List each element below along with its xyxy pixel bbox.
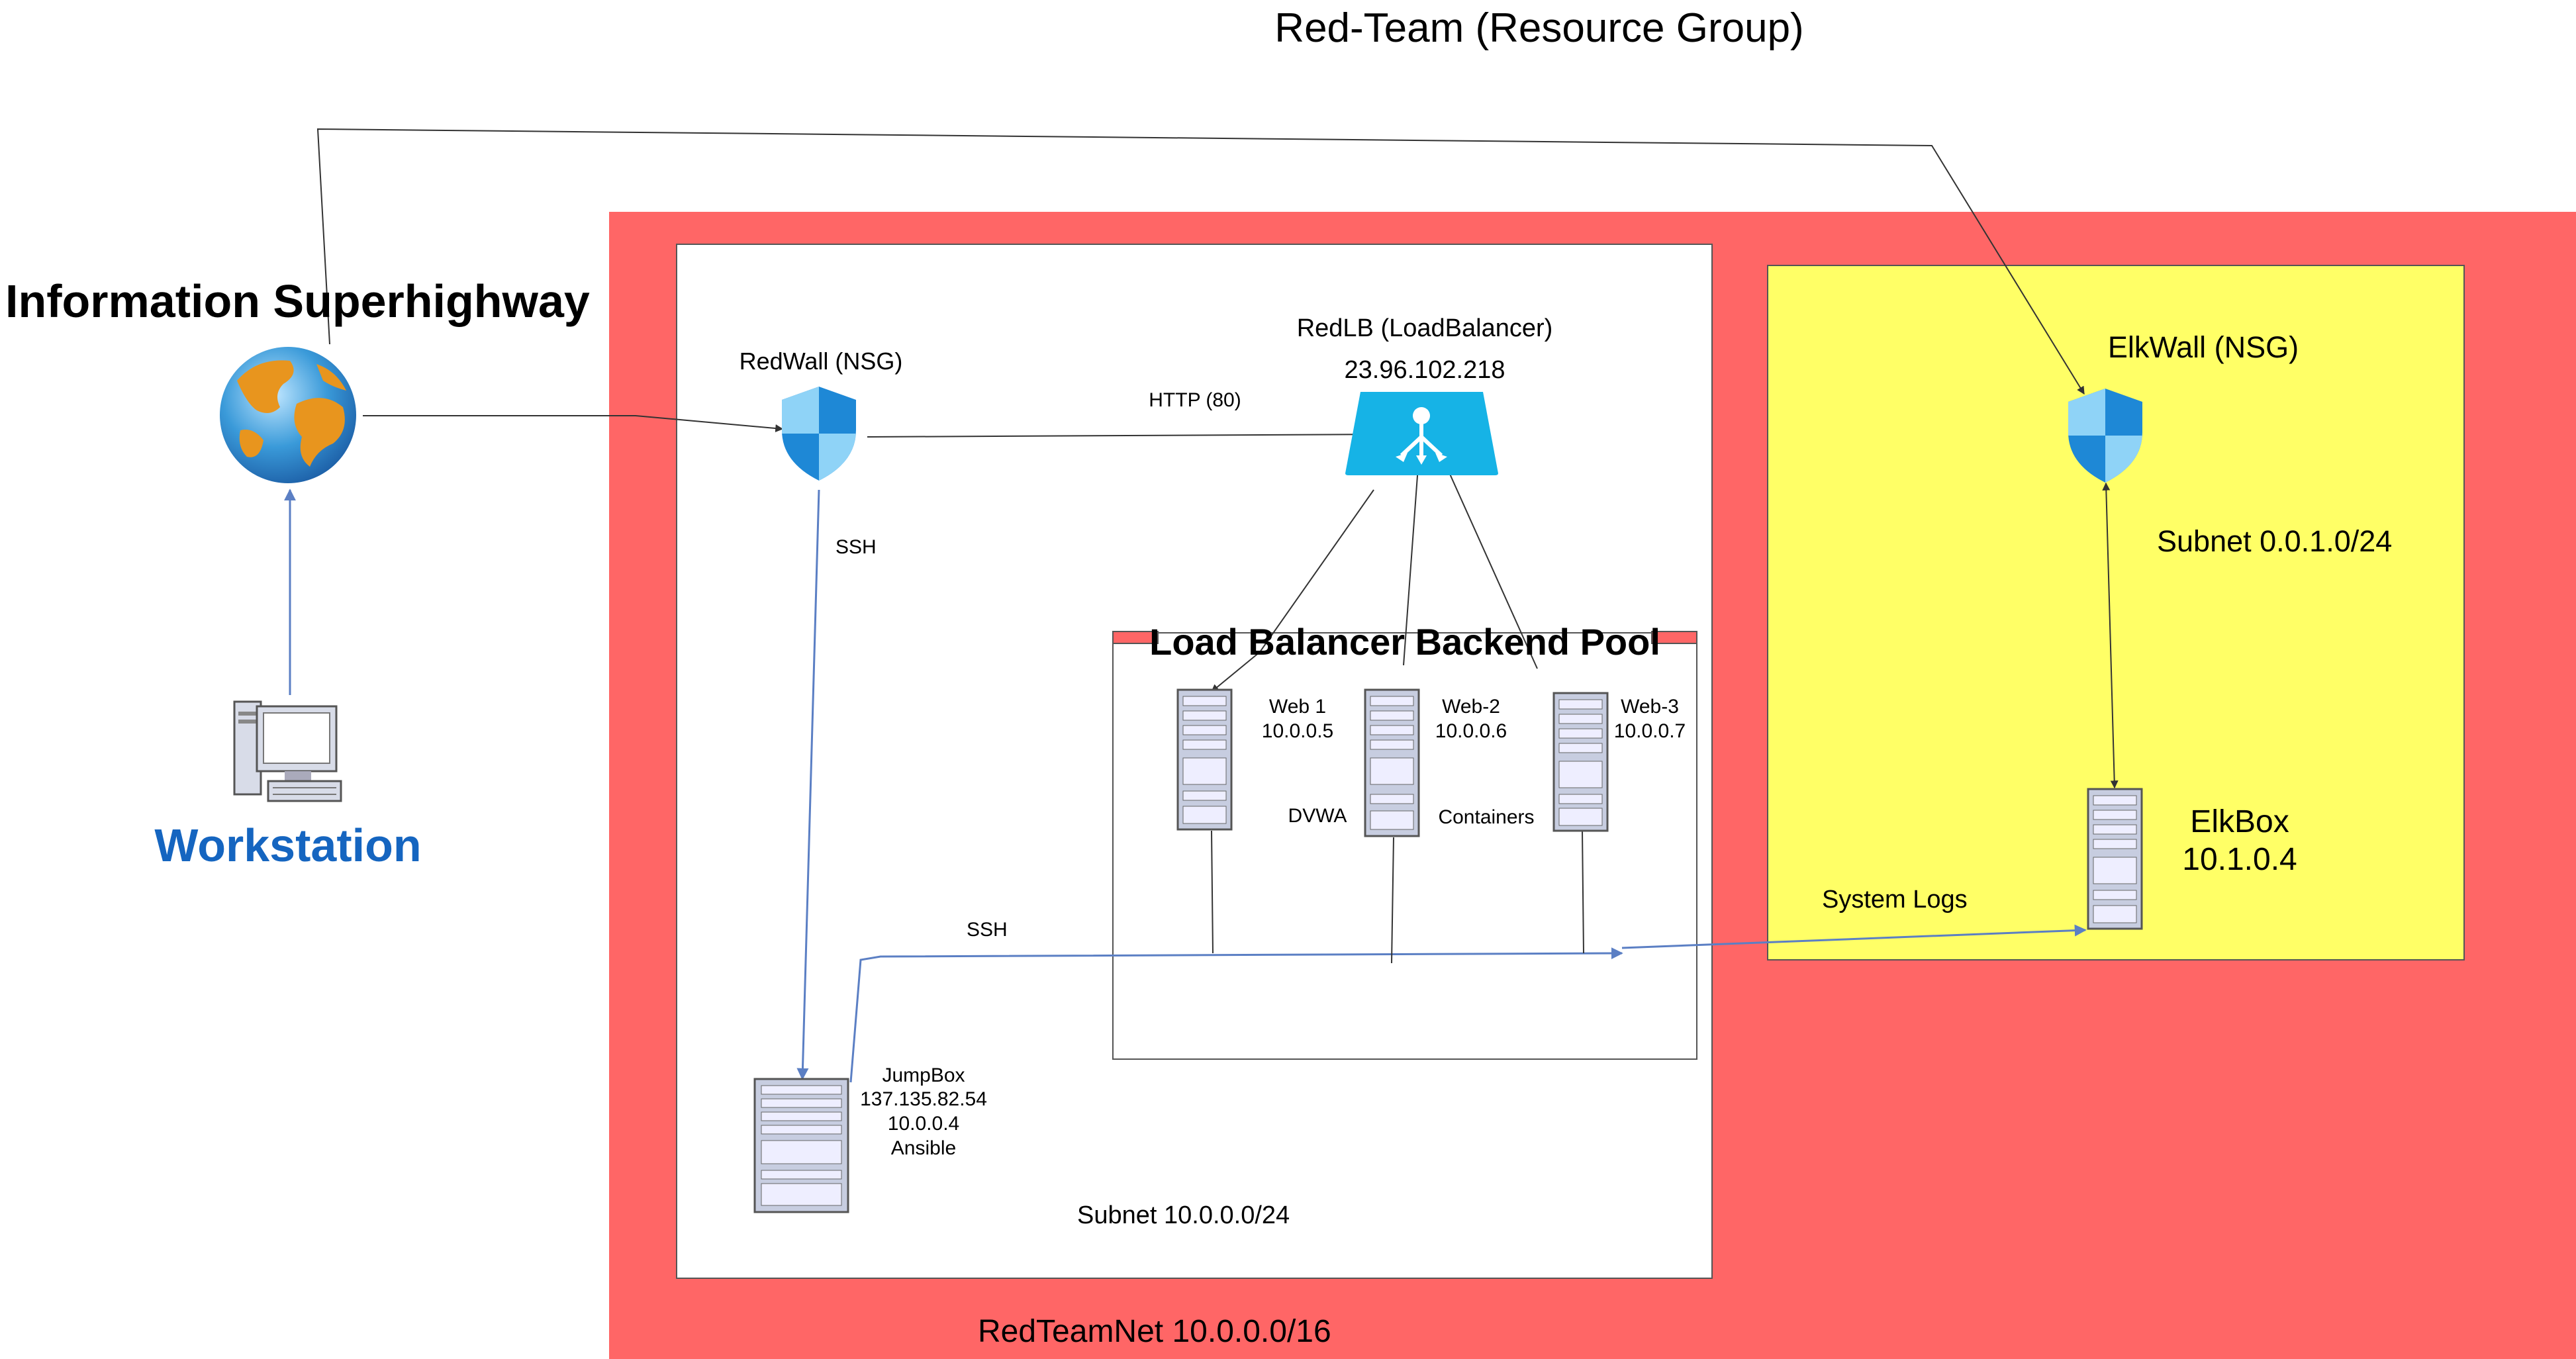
- logs-to-elkbox-line: [1621, 924, 2087, 949]
- server-icon: [1552, 692, 1609, 832]
- diagram-title: Red-Team (Resource Group): [1274, 5, 1804, 51]
- jumpbox-role: Ansible: [890, 1137, 957, 1159]
- backend-pool-region: [1112, 631, 1697, 1060]
- ssh-horizontal-label: SSH: [967, 919, 1008, 941]
- web3-drop-line: [1582, 830, 1584, 954]
- containers-note: Containers: [1438, 806, 1535, 828]
- http-edge-label: HTTP (80): [1149, 389, 1241, 411]
- pool-label: Load Balancer Backend Pool: [1149, 621, 1660, 663]
- lb-label: RedLB (LoadBalancer): [1296, 314, 1553, 342]
- web3-ip: 10.0.0.7: [1613, 720, 1686, 742]
- system-logs-label: System Logs: [1822, 886, 1968, 914]
- subnet-elk-label: Subnet 0.0.1.0/24: [2157, 524, 2393, 558]
- server-icon: [2087, 788, 2143, 930]
- internet-label: Information Superhighway: [5, 275, 590, 327]
- redwall-to-lb-line: [867, 430, 1400, 439]
- workstation-icon: [233, 700, 342, 802]
- jumpbox-ip: 10.0.0.4: [887, 1113, 960, 1135]
- server-icon: [1176, 688, 1233, 831]
- web2-name: Web-2: [1442, 696, 1500, 718]
- web1-ip: 10.0.0.5: [1261, 720, 1334, 742]
- ssh-vertical-label: SSH: [835, 536, 877, 558]
- redwall-label: RedWall (NSG): [739, 348, 903, 375]
- shield-icon: [782, 387, 856, 481]
- shield-icon: [2068, 389, 2142, 483]
- web2-drop-line: [1391, 837, 1394, 964]
- elkwall-elkbox-line: [2102, 482, 2119, 789]
- globe-icon: [220, 347, 356, 483]
- web3-to-lb-line: [1445, 465, 1538, 669]
- vnet-label: RedTeamNet 10.0.0.0/16: [978, 1314, 1331, 1349]
- jumpbox-ssh-line: [849, 947, 1623, 1083]
- pool-bar-right: [1651, 631, 1697, 644]
- redwall-to-jumpbox-line: [796, 489, 820, 1080]
- server-icon: [753, 1078, 849, 1213]
- workstation-label: Workstation: [154, 820, 422, 871]
- web1-drop-line: [1211, 830, 1214, 954]
- elkwall-label: ElkWall (NSG): [2107, 330, 2299, 364]
- web2-to-lb-line: [1403, 465, 1422, 666]
- elkbox-name: ElkBox: [2190, 804, 2289, 839]
- web1-name: Web 1: [1268, 696, 1327, 718]
- jumpbox-public-ip: 137.135.82.54: [860, 1088, 987, 1110]
- jumpbox-name: JumpBox: [882, 1064, 965, 1086]
- internet-to-elkwall-line: [316, 128, 2085, 395]
- load-balancer-icon: [1345, 392, 1498, 475]
- elkbox-ip: 10.1.0.4: [2182, 842, 2297, 877]
- lb-ip: 23.96.102.218: [1344, 356, 1505, 384]
- pool-bar-left: [1112, 631, 1159, 644]
- web3-name: Web-3: [1621, 696, 1679, 718]
- web2-ip: 10.0.0.6: [1435, 720, 1507, 742]
- internet-to-redwall-line: [363, 415, 784, 433]
- server-icon: [1364, 688, 1420, 837]
- subnet-main-label: Subnet 10.0.0.0/24: [1077, 1201, 1290, 1229]
- dvwa-note: DVWA: [1288, 805, 1347, 827]
- lb-to-web1-line: [1211, 489, 1374, 692]
